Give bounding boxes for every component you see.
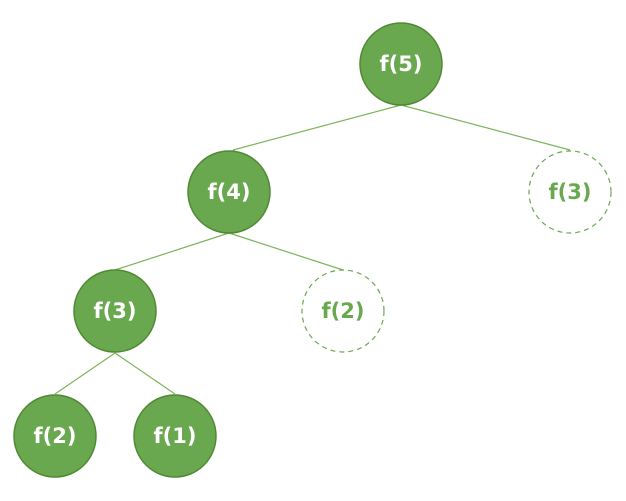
edge-f4-to-f2 [228,232,344,271]
tree-node-right-dashed: f(3) [528,150,612,234]
tree-node-left-right-dashed: f(2) [301,269,385,353]
tree-node-left-left-right: f(1) [133,394,217,478]
tree-node-left: f(4) [187,150,271,234]
node-label: f(2) [34,424,77,448]
node-circle [359,22,443,106]
tree-node-left-left: f(3) [73,269,157,353]
node-circle [13,394,97,478]
node-circle [73,269,157,353]
edge-f3-to-f1 [114,352,176,395]
node-label: f(5) [380,52,423,76]
node-circle [133,394,217,478]
tree-node-left-left-left: f(2) [13,394,97,478]
node-circle-dashed [528,150,612,234]
edge-f5-to-f4 [232,104,402,151]
tree-node-root: f(5) [359,22,443,106]
tree-edges [54,104,571,395]
edge-f5-to-f3 [400,104,571,151]
node-label: f(3) [94,299,137,323]
node-label: f(2) [322,299,365,323]
node-circle [187,150,271,234]
edge-f4-to-f3 [114,232,230,271]
node-label: f(3) [549,180,592,204]
node-label: f(4) [208,180,251,204]
node-label: f(1) [154,424,197,448]
node-circle-dashed [301,269,385,353]
edge-f3-to-f2 [54,352,116,395]
